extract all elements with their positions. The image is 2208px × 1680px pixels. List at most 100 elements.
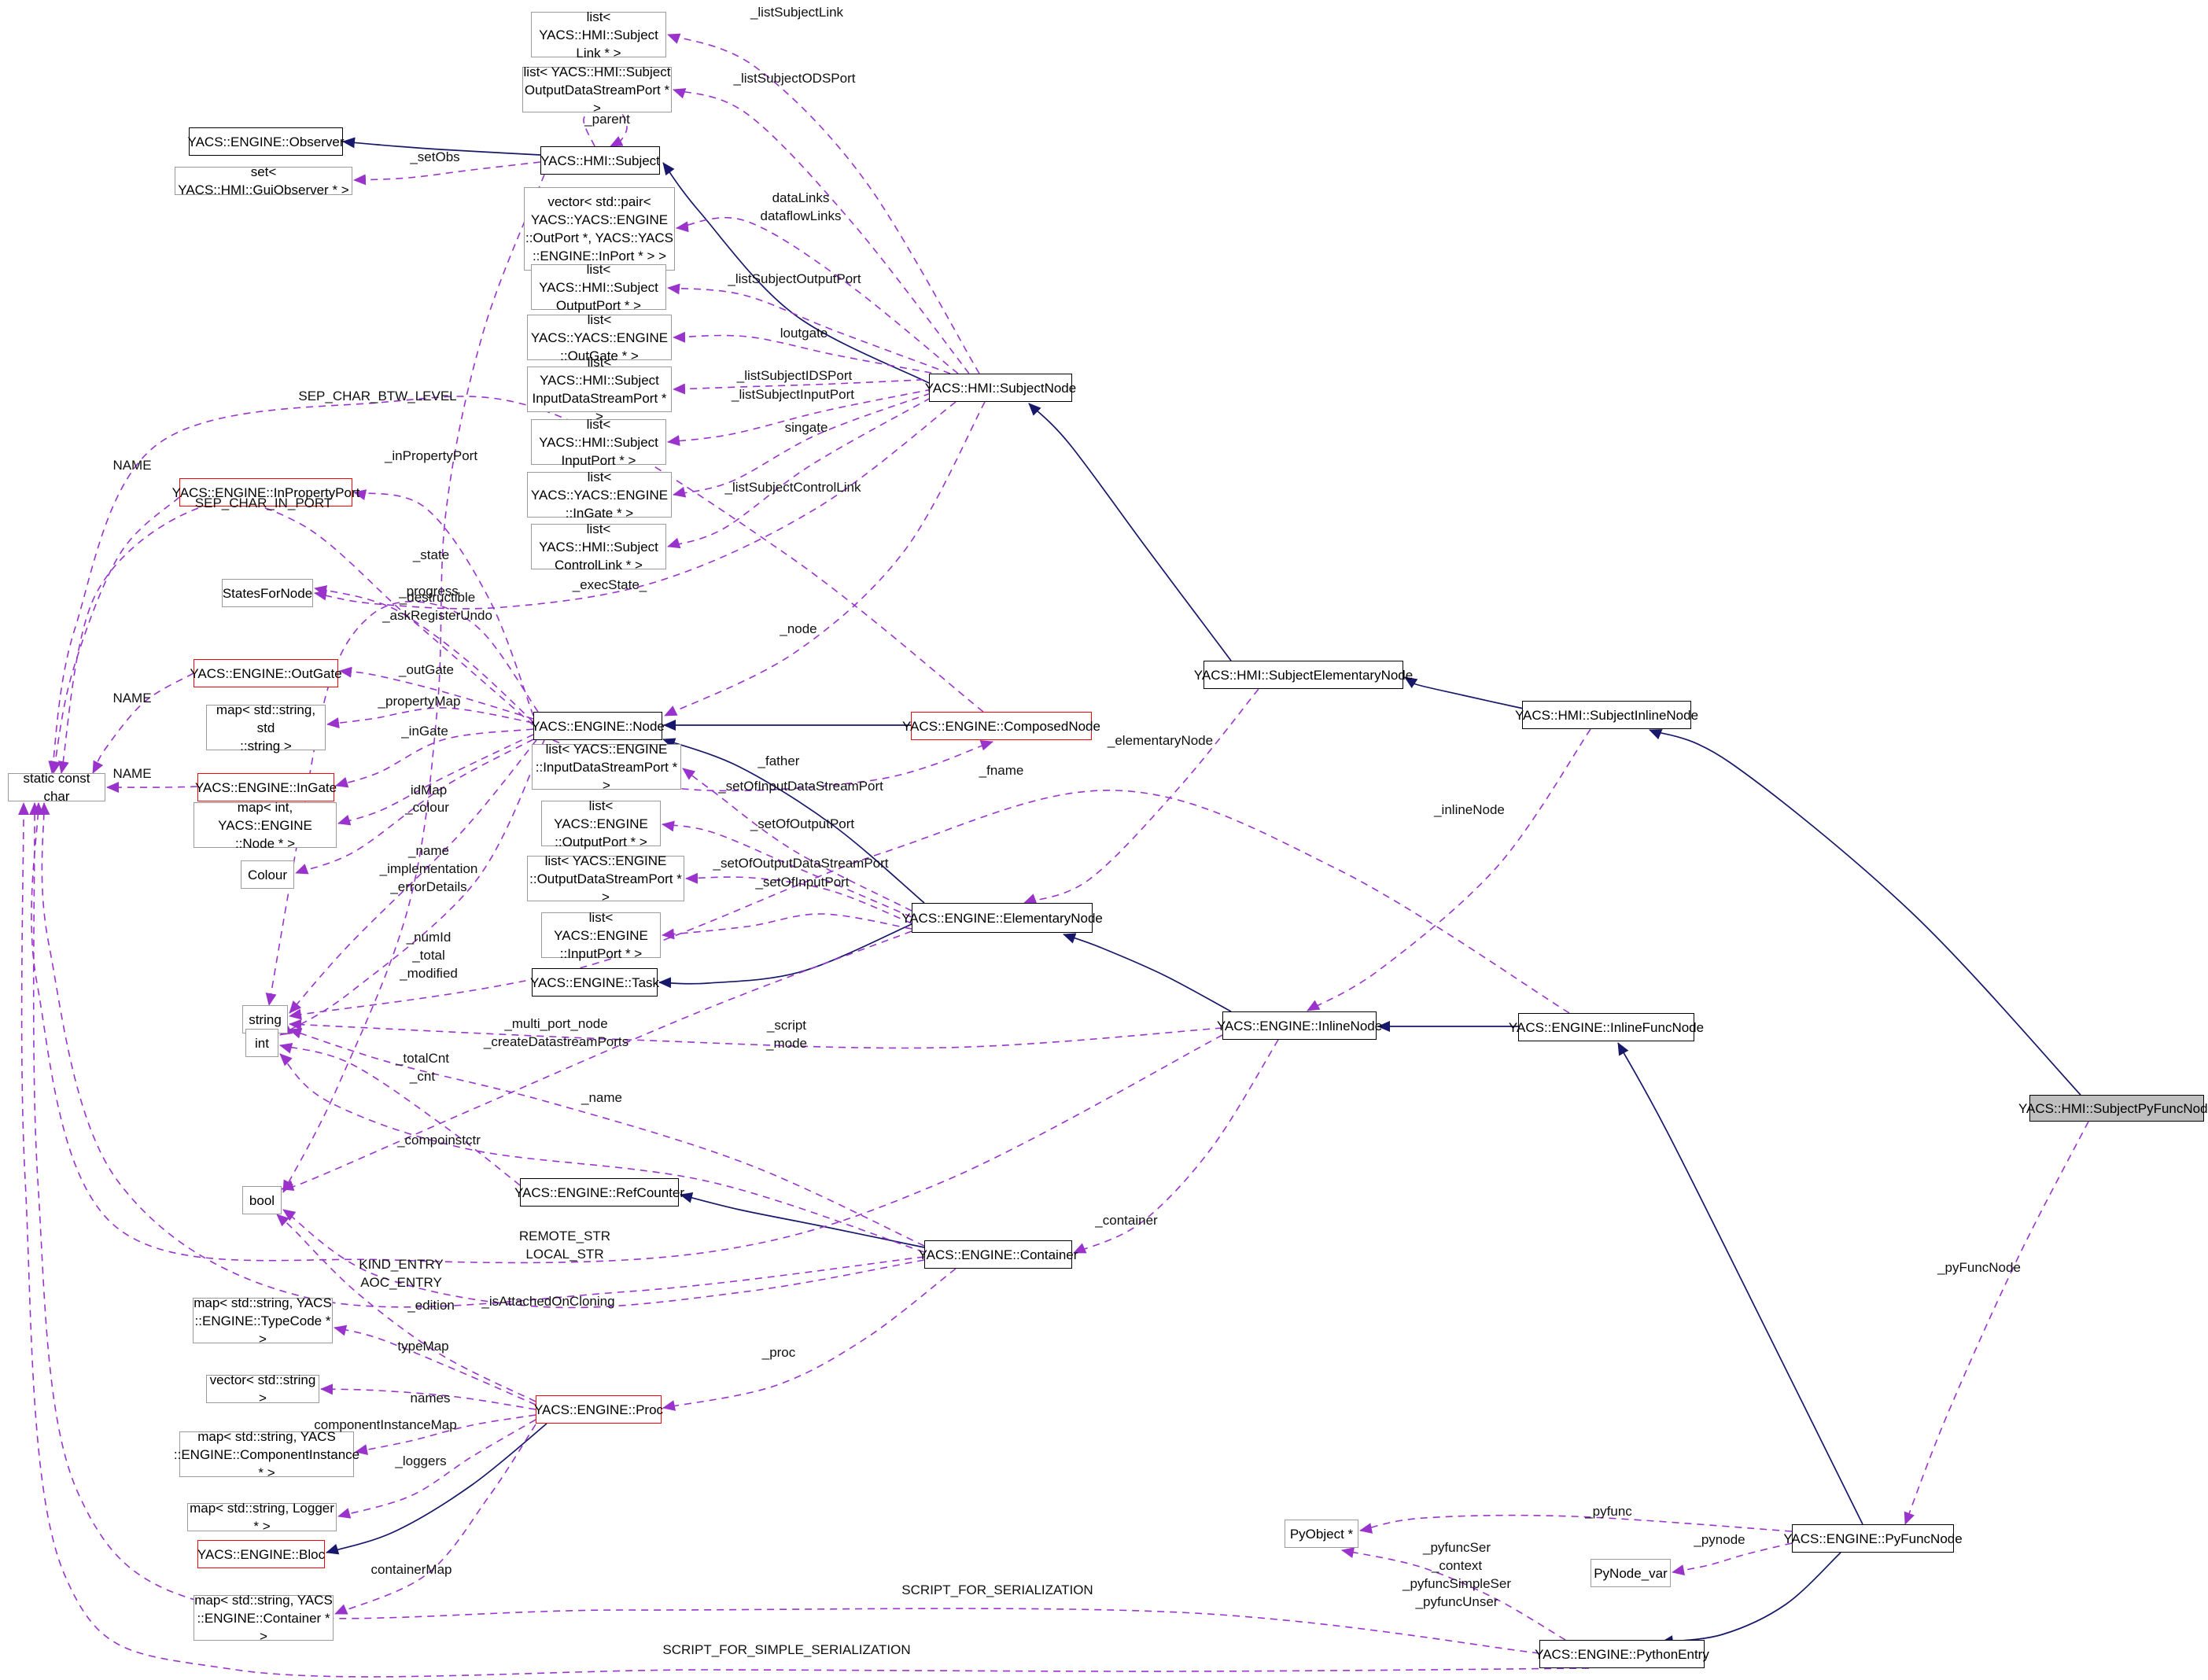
edge-label-proc-to-componentinstance-map: componentInstanceMap: [314, 1417, 457, 1432]
edge-label-refcounter-to-int: _totalCnt _cnt: [395, 1051, 450, 1084]
node-observer[interactable]: YACS::ENGINE::Observer: [188, 127, 345, 156]
node-subject-node[interactable]: YACS::HMI::SubjectNode: [925, 374, 1076, 402]
edge-subject-node-to-outgate-list: [673, 331, 945, 376]
node-python-entry[interactable]: YACS::ENGINE::PythonEntry: [1535, 1640, 1709, 1668]
node-pyfunc-node[interactable]: YACS::ENGINE::PyFuncNode: [1783, 1524, 1963, 1553]
edge-node-to-string: [289, 739, 537, 1014]
edge-label-proc-to-typecode-map: typeMap: [397, 1339, 449, 1354]
node-inpropertyport[interactable]: YACS::ENGINE::InPropertyPort: [172, 478, 359, 507]
edge-subject-inline-node-to-subject-elementary-node: [1404, 676, 1524, 709]
edge-proc-to-container-map: [334, 1424, 536, 1615]
edge-label-node-to-int-node-map: idMap: [410, 783, 448, 798]
node-subject-elementary-node[interactable]: YACS::HMI::SubjectElementaryNode: [1194, 661, 1413, 689]
node-outgate[interactable]: YACS::ENGINE::OutGate: [190, 659, 342, 687]
edge-inline-node-to-static-const-char: [31, 802, 1223, 1264]
node-componentinstance-map: map< std::string, YACS ::ENGINE::Compone…: [173, 1428, 360, 1480]
node-subject-inline-node[interactable]: YACS::HMI::SubjectInlineNode: [1515, 701, 1698, 729]
node-task[interactable]: YACS::ENGINE::Task: [530, 968, 659, 997]
edge-label-elementary-node-to-inputdatastreamport-list: _setOfInputDataStreamPort: [718, 779, 883, 794]
edge-subject-node-to-outport-inport-pair-vector: [676, 216, 959, 374]
edge-label-node-to-string: _progress: [399, 584, 459, 599]
node-subject-inputport-list: list< YACS::HMI::Subject InputPort * >: [531, 417, 666, 468]
edge-label-proc-to-bool: _edition: [407, 1298, 455, 1313]
edge-container-to-refcounter: [680, 1192, 925, 1248]
edge-label-subject-node-to-subject-link-list: _listSubjectLink: [750, 5, 844, 20]
edge-refcounter-to-int: [279, 1042, 521, 1186]
node-outputport-list: list< YACS::ENGINE ::OutputPort * >: [541, 798, 661, 849]
edge-inpropertyport-to-static-const-char: [50, 496, 180, 774]
edge-label-subject-pyfunc-node-to-pyfunc-node: _pyFuncNode: [1937, 1260, 2021, 1275]
edge-label-subject-node-to-outgate-list: loutgate: [780, 326, 828, 341]
node-refcounter[interactable]: YACS::ENGINE::RefCounter: [514, 1178, 684, 1207]
edge-subject-node-to-subject-inputport-list: [667, 389, 933, 447]
edge-elementary-node-to-outputdatastreamport-list: [685, 872, 912, 924]
edge-node-to-string-string-map: [326, 707, 534, 729]
node-ingate[interactable]: YACS::ENGINE::InGate: [195, 773, 337, 801]
edge-elementary-node-to-inputport-list: [662, 913, 912, 940]
edge-label-inline-func-node-to-string: _fname: [979, 763, 1024, 778]
node-node[interactable]: YACS::ENGINE::Node: [531, 712, 665, 740]
edge-container-to-string: [289, 1028, 925, 1247]
edge-label-inline-node-to-container: _container: [1095, 1213, 1158, 1228]
edge-label-subject-to-bool: _destructible _askRegisterUndo: [382, 590, 492, 623]
edge-proc-to-bool: [276, 1214, 536, 1402]
edge-label-pyfunc-node-to-pyobject: _pyfunc: [1585, 1504, 1632, 1519]
edge-subject-node-to-subject-outputport-list: [667, 283, 951, 374]
node-outport-inport-pair-vector: vector< std::pair< YACS::YACS::ENGINE ::…: [524, 187, 675, 271]
edge-elementary-node-to-task: [658, 923, 912, 989]
edge-label-node-to-ingate: _inGate: [401, 724, 448, 739]
node-guiobserver-set: set< YACS::HMI::GuiObserver * >: [175, 164, 352, 197]
node-inputdatastreamport-list: list< YACS::ENGINE ::InputDataStreamPort…: [532, 742, 681, 793]
edge-elementary-node-to-outputport-list: [662, 820, 912, 918]
edge-label-subject-node-to-subject-idsport-list: _listSubjectIDSPort: [736, 368, 853, 383]
edge-proc-to-bloc: [326, 1423, 547, 1555]
edge-inline-node-to-container: [1073, 1039, 1279, 1254]
edge-label-outgate-to-static-const-char: NAME: [112, 691, 152, 706]
edge-container-to-int: [279, 1053, 925, 1253]
node-subject[interactable]: YACS::HMI::Subject: [540, 146, 660, 175]
edge-subject-elementary-node-to-subject-node: [1028, 403, 1232, 661]
node-composed-node[interactable]: YACS::ENGINE::ComposedNode: [902, 712, 1100, 740]
edge-elementary-node-to-bool: [281, 930, 912, 1191]
node-typecode-map: map< std::string, YACS ::ENGINE::TypeCod…: [193, 1295, 333, 1347]
edge-label-subject-node-to-subject-outputport-list: _listSubjectOutputPort: [728, 271, 861, 286]
edge-subject-node-to-subject-idsport-list: [673, 378, 937, 395]
edge-subject-inline-node-to-inline-node: [1307, 728, 1591, 1011]
edge-proc-to-string-vector: [320, 1383, 536, 1410]
edge-container-to-proc: [662, 1268, 957, 1411]
edge-label-subject-node-to-node: _node: [780, 621, 817, 636]
edge-label-node-to-colour: _colour: [405, 800, 449, 815]
edge-elementary-node-to-node: [662, 738, 925, 904]
edge-label-container-to-proc: _proc: [761, 1345, 796, 1360]
edge-label-node-to-string-string-map: _propertyMap: [378, 694, 461, 709]
edge-subject-node-to-subject-odsport-list: [673, 88, 970, 374]
edge-node-to-colour: [295, 739, 534, 875]
edge-label-node-to-string: _name _implementation _errorDetails: [379, 843, 478, 894]
edge-node-to-outgate: [339, 666, 534, 720]
edge-label-proc-to-string-vector: names: [410, 1391, 451, 1406]
edge-subject-pyfunc-node-to-pyfunc-node: [1904, 1121, 2089, 1525]
edge-subject-elementary-node-to-elementary-node: [1023, 688, 1259, 904]
node-subject-idsport-list: list< YACS::HMI::Subject InputDataStream…: [527, 355, 672, 424]
edge-label-node-to-outgate: _outGate: [399, 662, 454, 677]
node-inputport-list: list< YACS::ENGINE ::InputPort * >: [541, 910, 661, 961]
node-proc[interactable]: YACS::ENGINE::Proc: [534, 1395, 663, 1424]
node-logger-map: map< std::string, Logger * >: [187, 1501, 337, 1534]
node-elementary-node[interactable]: YACS::ENGINE::ElementaryNode: [901, 903, 1103, 933]
node-int: int: [245, 1029, 278, 1057]
edge-subject-to-subject: [583, 105, 628, 147]
node-bloc[interactable]: YACS::ENGINE::Bloc: [197, 1540, 325, 1568]
edge-node-to-ingate: [335, 728, 534, 788]
edge-label-container-to-int: _compoinstctr: [397, 1133, 481, 1148]
node-subject-odsport-list: list< YACS::HMI::Subject OutputDataStrea…: [522, 64, 672, 116]
edge-label-pyfunc-node-to-pynode-var: _pynode: [1694, 1532, 1745, 1547]
node-inline-func-node[interactable]: YACS::ENGINE::InlineFuncNode: [1509, 1013, 1704, 1041]
edge-inline-func-node-to-string: [289, 790, 1570, 1020]
node-pyobject: PyObject *: [1285, 1520, 1358, 1548]
node-container[interactable]: YACS::ENGINE::Container: [919, 1240, 1078, 1269]
edge-label-python-entry-to-static-const-char: SCRIPT_FOR_SIMPLE_SERIALIZATION: [662, 1642, 911, 1657]
edge-label-container-to-string: _name: [581, 1090, 622, 1105]
edge-proc-to-typecode-map: [334, 1324, 536, 1406]
node-inline-node[interactable]: YACS::ENGINE::InlineNode: [1217, 1011, 1382, 1040]
